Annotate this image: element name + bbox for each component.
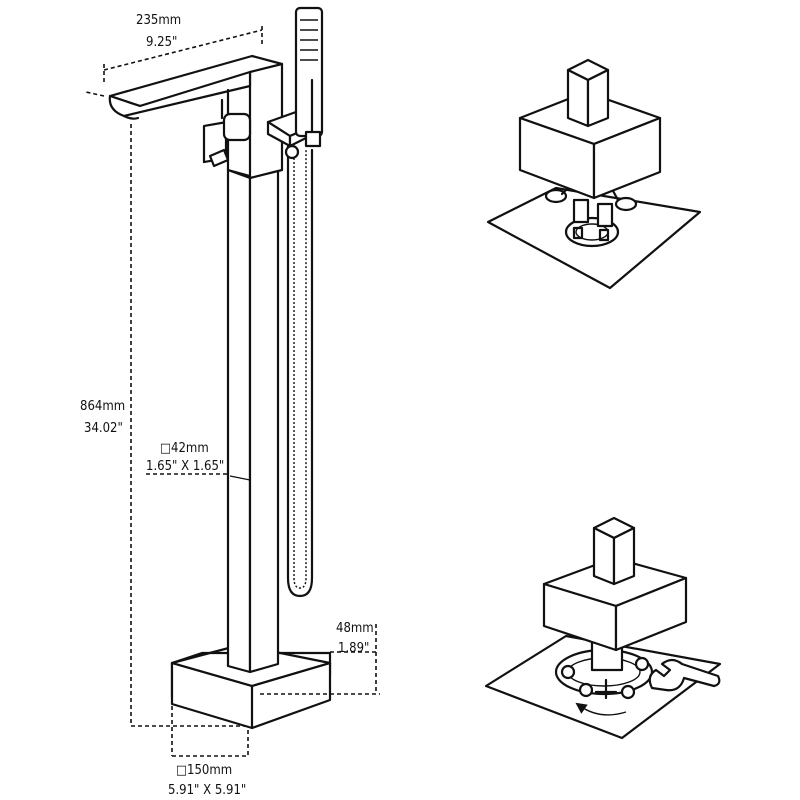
- base-in: 5.91" X 5.91": [168, 783, 246, 798]
- spout-length-mm: 235mm: [136, 13, 181, 28]
- shower-hose: [284, 144, 314, 598]
- height-in: 34.02": [84, 421, 123, 436]
- base-mm: □150mm: [176, 763, 232, 778]
- dimension-base-height: 48mm 1.89": [260, 621, 380, 695]
- install-step-2-drawing: [484, 516, 722, 740]
- install-step-1-drawing: [486, 58, 702, 290]
- spout-length-in: 9.25": [146, 35, 177, 50]
- hand-shower: [294, 6, 324, 148]
- column-in: 1.65" X 1.65": [146, 459, 224, 474]
- wrench-icon: [648, 658, 721, 692]
- base-height-mm: 48mm: [336, 621, 374, 636]
- faucet-lever-handle: [202, 98, 252, 168]
- dimension-column: □42mm 1.65" X 1.65": [146, 441, 230, 475]
- faucet-spout: [108, 54, 284, 180]
- faucet-drawing: [108, 6, 332, 730]
- dimension-height: 864mm 34.02": [80, 124, 246, 727]
- base-height-in: 1.89": [338, 641, 369, 656]
- dimension-base: □150mm 5.91" X 5.91": [168, 706, 249, 798]
- column-mm: □42mm: [160, 441, 209, 456]
- faucet-base: [170, 643, 332, 730]
- dimension-spout-length: 235mm 9.25": [85, 13, 263, 97]
- height-mm: 864mm: [80, 399, 125, 414]
- faucet-column: [226, 166, 280, 674]
